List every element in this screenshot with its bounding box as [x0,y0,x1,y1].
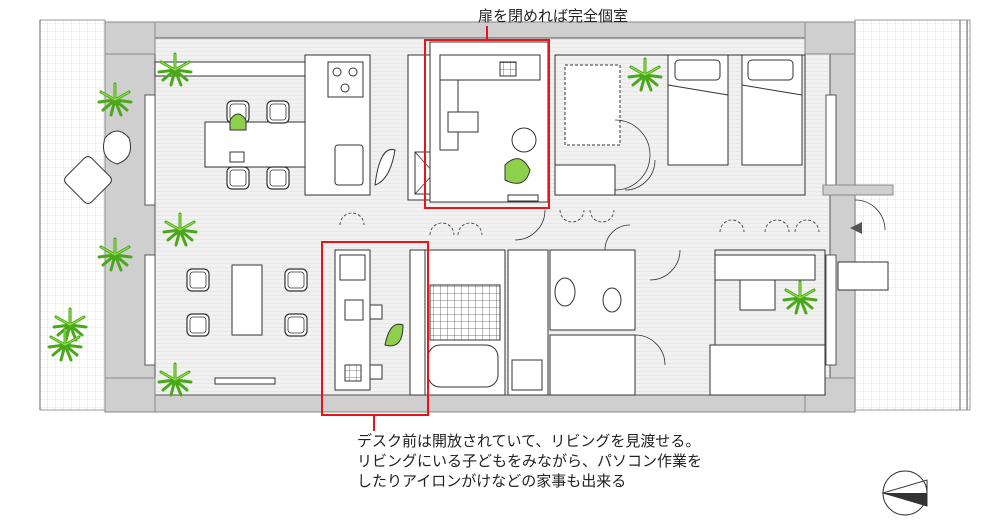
outdoor-chair [103,130,131,165]
balcony-right [854,19,971,411]
annotation-bottom: デスク前は開放されていて、リビングを見渡せる。 リビングにいる子どもをみながら、… [357,431,702,491]
compass-icon [881,470,928,516]
outdoor-table [64,156,112,204]
living-sofa-set [154,61,308,385]
desk-area [334,249,426,396]
annotation-top: 扉を閉めれば完全個室 [478,7,629,25]
bathroom [424,249,636,396]
annotation-line: デスク前は開放されていて、リビングを見渡せる。 [357,432,701,450]
annotation-line: したりアイロンがけなどの家事も出来る [357,472,627,490]
annotation-line: リビングにいる子どもをみながら、パソコン作業を [357,452,703,470]
bedroom [554,54,806,196]
second-room [709,184,894,396]
door-arcs [514,119,886,366]
dining-table [204,100,396,190]
study-room [429,41,549,203]
